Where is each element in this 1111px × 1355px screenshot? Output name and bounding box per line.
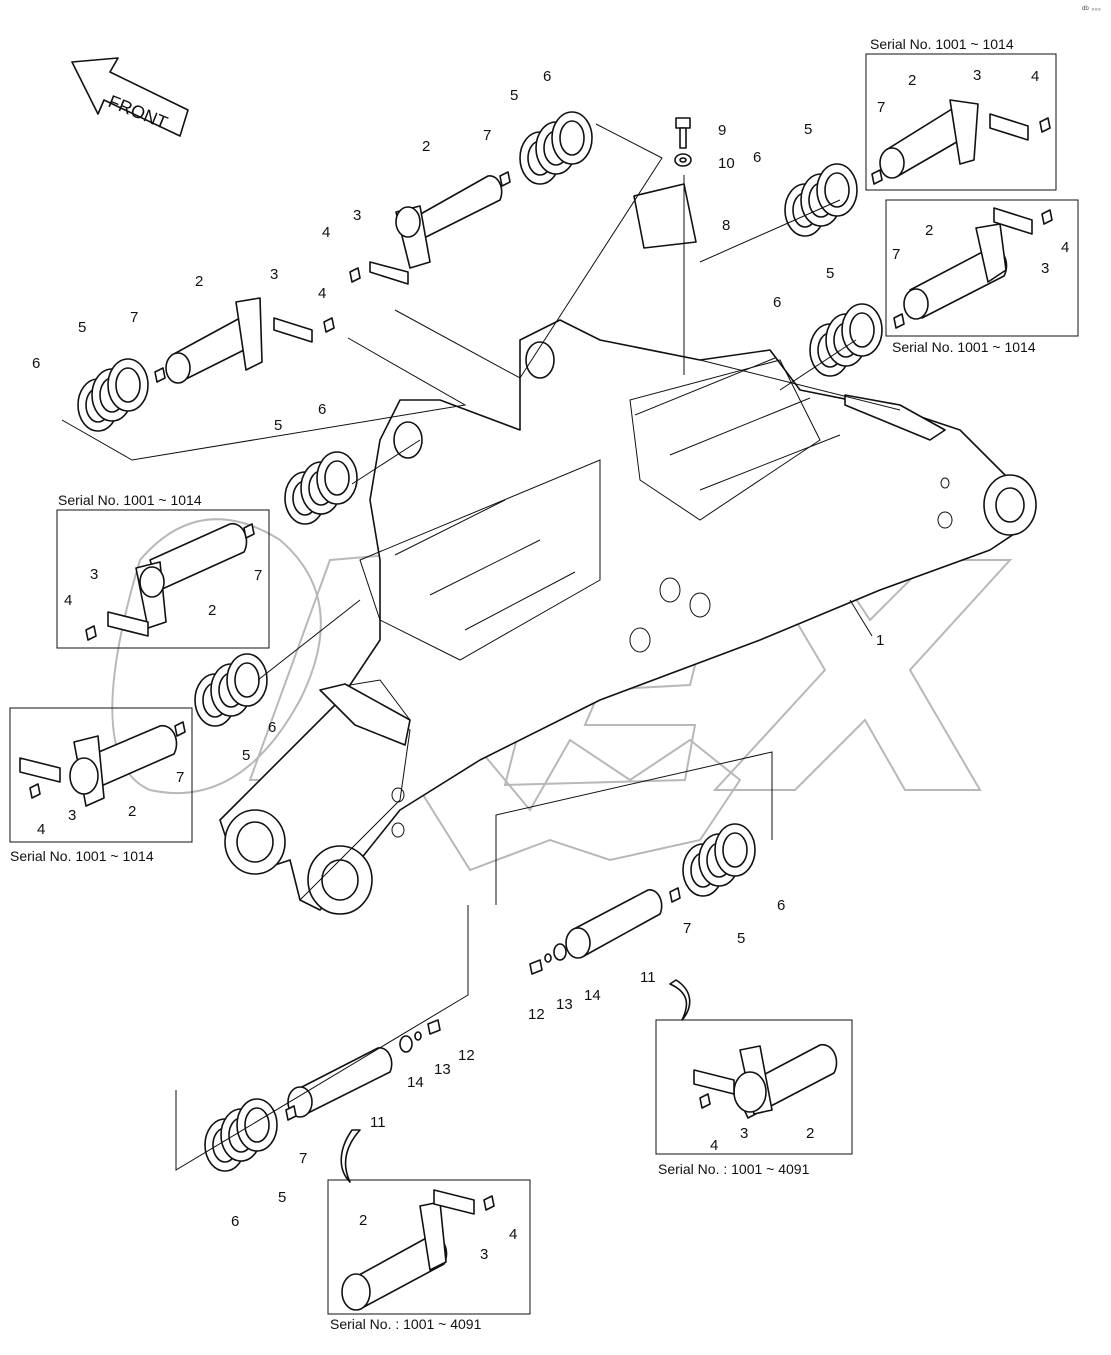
- callout: 10: [718, 155, 735, 172]
- callout: 4: [509, 1226, 517, 1243]
- pin-b: [369, 175, 503, 285]
- fasteners: [29, 117, 1053, 1211]
- callout: 6: [753, 149, 761, 166]
- callout: 5: [826, 265, 834, 282]
- callout: 14: [584, 987, 601, 1004]
- callout: 4: [1031, 68, 1039, 85]
- pin-e: [107, 522, 248, 637]
- callout: 3: [740, 1125, 748, 1142]
- pin-c: [879, 99, 1029, 179]
- callout: 14: [407, 1074, 424, 1091]
- callout: 13: [556, 996, 573, 1013]
- callout: 3: [353, 207, 361, 224]
- callout: 2: [208, 602, 216, 619]
- callout: 4: [710, 1137, 718, 1154]
- callout: 8: [722, 217, 730, 234]
- callout: 5: [737, 930, 745, 947]
- pin-g: [693, 1043, 838, 1119]
- ring-set-e: [809, 303, 883, 377]
- callout: 6: [318, 401, 326, 418]
- callout: 2: [925, 222, 933, 239]
- callout: 2: [195, 273, 203, 290]
- serial-labels: Serial No. 1001 ~ 1014 Serial No. 1001 ~…: [10, 36, 1036, 1332]
- ring-set-a: [77, 358, 149, 432]
- callout: 6: [268, 719, 276, 736]
- ring-set-h: [204, 1098, 278, 1172]
- shim-rings: [77, 111, 883, 1172]
- front-arrow-icon: FRONT: [71, 57, 189, 137]
- corner-mark: ᵈᵇ ◦◦◦: [1082, 4, 1101, 14]
- callout: 5: [78, 319, 86, 336]
- boom-body: [219, 319, 1037, 915]
- callout: 6: [231, 1213, 239, 1230]
- callout: 7: [877, 99, 885, 116]
- pin-a: [165, 297, 313, 384]
- serial-label-top-right: Serial No. 1001 ~ 1014: [870, 36, 1014, 52]
- callout: 5: [278, 1189, 286, 1206]
- callout: 4: [1061, 239, 1069, 256]
- callout: 5: [242, 747, 250, 764]
- callout: 11: [640, 969, 656, 986]
- callout: 12: [458, 1047, 475, 1064]
- callout: 3: [480, 1246, 488, 1263]
- callout: 1: [876, 632, 884, 649]
- callout: 4: [322, 224, 330, 241]
- callout: 11: [370, 1114, 386, 1131]
- callout: 3: [90, 566, 98, 583]
- callout-numbers: 1 2 3 4 5 6 7 2 3 4 5 6 7 8 9 10 2 3 4 7…: [32, 67, 1069, 1263]
- callout: 6: [777, 897, 785, 914]
- ring-set-f: [194, 653, 268, 727]
- serial-boxes: [9, 53, 1079, 1315]
- callout: 2: [128, 803, 136, 820]
- callout: 7: [254, 567, 262, 584]
- serial-label-left-upper: Serial No. 1001 ~ 1014: [58, 492, 202, 508]
- ring-set-c: [284, 451, 358, 525]
- callout: 3: [270, 266, 278, 283]
- callout: 7: [483, 127, 491, 144]
- callout: 6: [32, 355, 40, 372]
- serial-label-right: Serial No. 1001 ~ 1014: [892, 339, 1036, 355]
- ring-set-d: [784, 163, 858, 237]
- callout: 12: [528, 1006, 545, 1023]
- cover-plate-8: [633, 117, 697, 375]
- callout: 7: [683, 920, 691, 937]
- callout: 2: [908, 72, 916, 89]
- callout: 6: [543, 68, 551, 85]
- callout: 3: [68, 807, 76, 824]
- serial-label-left-lower: Serial No. 1001 ~ 1014: [10, 848, 154, 864]
- callout: 4: [64, 592, 72, 609]
- callout: 7: [892, 246, 900, 263]
- ring-set-g: [682, 823, 756, 897]
- callout: 3: [1041, 260, 1049, 277]
- callout: 7: [130, 309, 138, 326]
- callout: 9: [718, 122, 726, 139]
- callout: 7: [176, 769, 184, 786]
- pin-h: [341, 1189, 475, 1311]
- callout: 4: [37, 821, 45, 838]
- serial-label-bottom: Serial No. : 1001 ~ 4091: [330, 1316, 482, 1332]
- pin-f: [19, 724, 178, 807]
- callout: 4: [318, 285, 326, 302]
- callout: 5: [274, 417, 282, 434]
- callout: 2: [422, 138, 430, 155]
- callout: 2: [359, 1212, 367, 1229]
- serial-label-bottom-right: Serial No. : 1001 ~ 4091: [658, 1161, 810, 1177]
- callout: 3: [973, 67, 981, 84]
- pins-11: [287, 889, 663, 1118]
- pins: [19, 99, 1033, 1311]
- callout: 13: [434, 1061, 451, 1078]
- ring-set-b: [519, 111, 593, 185]
- callout: 5: [510, 87, 518, 104]
- callout: 5: [804, 121, 812, 138]
- pin-d: [903, 207, 1033, 320]
- callout: 7: [299, 1150, 307, 1167]
- callout: 6: [773, 294, 781, 311]
- callout: 2: [806, 1125, 814, 1142]
